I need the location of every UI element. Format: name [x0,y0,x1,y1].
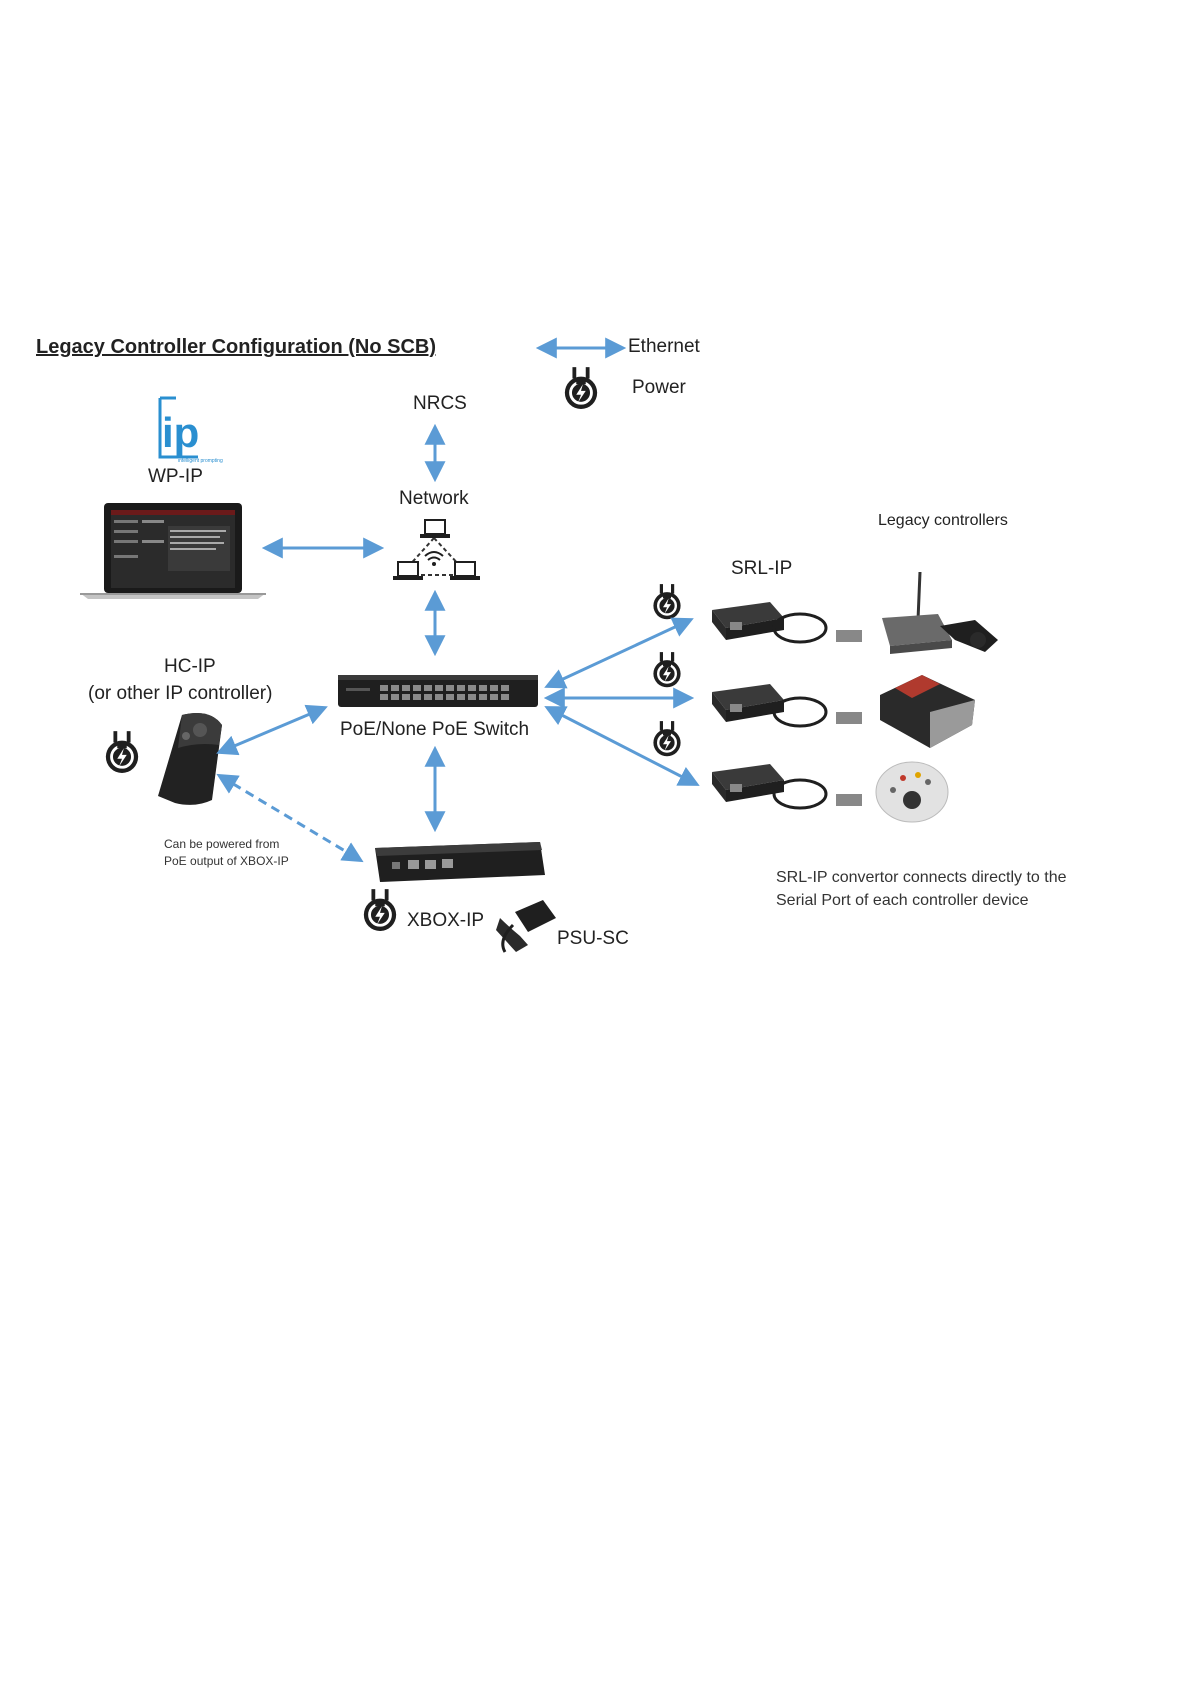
xbox-ip-power-icon [362,888,398,933]
legend-power-icon [563,366,599,411]
diagram-title: Legacy Controller Configuration (No SCB) [36,336,436,358]
network-icon [393,519,480,580]
srl-ip-power-icon-2 [652,651,682,689]
srl-ip-power-icon-3 [652,720,682,758]
hc-ip-sublabel: (or other IP controller) [88,683,273,704]
switch-label: PoE/None PoE Switch [340,719,530,740]
link-switch-hc-ip [216,704,328,756]
srl-ip-label: SRL-IP [731,558,793,579]
poe-note-line1: Can be powered from [164,837,280,851]
srl-ip-device-1 [712,602,862,644]
ip-logo: ip intelligent prompting [158,396,223,464]
psu-sc-icon [496,900,556,953]
nrcs-label: NRCS [413,393,467,414]
switch-icon [338,675,538,707]
hc-ip-power-icon [104,730,140,775]
legacy-controller-1 [882,571,998,654]
srl-ip-power-icon-1 [652,583,682,621]
srl-ip-device-3 [712,764,862,810]
legacy-controller-3 [875,761,949,823]
ip-logo-subtext: intelligent prompting [178,458,223,464]
link-hc-ip-xbox-ip-poe [216,773,364,863]
srl-note-line1: SRL-IP convertor connects directly to th… [776,869,1067,886]
legacy-controllers-label: Legacy controllers [878,512,1008,529]
wp-ip-label: WP-IP [148,466,203,487]
network-label: Network [399,488,469,509]
srl-note-line2: Serial Port of each controller device [776,892,1029,909]
hc-ip-controller-icon [158,712,222,805]
hc-ip-label: HC-IP [164,656,216,677]
srl-ip-device-2 [712,684,862,728]
poe-note-line2: PoE output of XBOX-IP [164,854,289,868]
psu-sc-label: PSU-SC [557,928,629,949]
laptop-icon [80,503,266,599]
ip-logo-text: ip [162,409,199,456]
link-switch-srl-ip-3 [544,706,700,786]
legend-power-label: Power [632,377,686,398]
xbox-ip-icon [375,842,545,882]
link-switch-srl-ip-1 [544,617,694,689]
xbox-ip-label: XBOX-IP [407,910,485,931]
legend-ethernet-label: Ethernet [628,336,700,357]
legacy-controller-2 [880,675,975,748]
